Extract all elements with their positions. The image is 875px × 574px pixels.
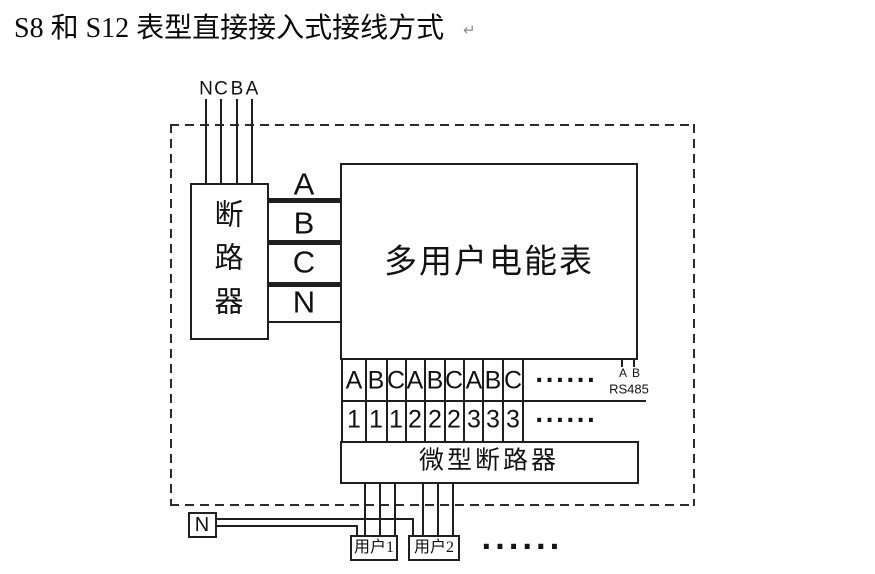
user1-feed-wire <box>379 484 381 536</box>
user1-feed-wire <box>394 484 396 536</box>
neutral-label: N <box>194 514 210 536</box>
terminal-number-label: 1 <box>369 405 383 434</box>
terminal-phase-label: A <box>465 366 483 395</box>
terminal-phase-label: A <box>406 366 424 395</box>
terminal-number-label: 3 <box>486 405 500 434</box>
terminal-number-label: 3 <box>506 405 520 434</box>
bus-label-a: A <box>293 166 315 202</box>
terminal-number-label: 1 <box>389 405 403 434</box>
dashed-enclosure-left <box>170 124 172 506</box>
users-ellipsis: ...... <box>481 523 563 556</box>
bus-label-c: C <box>292 244 316 280</box>
rs485-terminal-label-b: B <box>631 366 641 380</box>
rs485-terminal-tick-b <box>633 360 635 367</box>
user2-label: 用户2 <box>413 539 455 556</box>
terminal-phase-label: A <box>345 366 363 395</box>
bus-label-n: N <box>292 284 316 320</box>
supply-wire-c <box>220 99 222 183</box>
supply-wire-n <box>205 99 207 183</box>
terminal-number-ellipsis: ...... <box>535 403 598 428</box>
neutral-wire-user1-drop <box>356 525 358 536</box>
rs485-terminal-label-a: A <box>618 366 628 380</box>
dashed-enclosure-right <box>693 124 695 506</box>
main-breaker-box <box>190 183 269 340</box>
neutral-wire-user2-horizontal <box>217 518 414 520</box>
terminal-number-label: 2 <box>428 405 442 434</box>
neutral-wire-user1-horizontal <box>217 525 358 527</box>
bus-wire-n <box>269 321 340 323</box>
bus-bar-a <box>269 198 340 203</box>
mini-breaker-box <box>340 441 639 484</box>
main-breaker-char-1: 断 <box>214 199 244 232</box>
terminal-phase-label: C <box>444 366 464 395</box>
terminal-phase-ellipsis: ...... <box>535 363 598 388</box>
paragraph-mark: ↵ <box>463 22 476 39</box>
supply-label-c: C <box>214 78 228 100</box>
terminal-row-divider <box>341 400 646 402</box>
user2-feed-wire <box>422 484 424 536</box>
terminal-number-label: 1 <box>347 405 361 434</box>
rs485-terminal-tick-a <box>621 360 623 367</box>
dashed-enclosure-bottom <box>170 504 695 506</box>
supply-wire-a <box>251 99 253 183</box>
user2-feed-wire <box>437 484 439 536</box>
meter-label: 多用户电能表 <box>384 244 594 281</box>
supply-label-n: N <box>199 78 213 100</box>
bus-bar-b <box>269 240 340 245</box>
terminal-phase-label: C <box>503 366 523 395</box>
terminal-phase-label: B <box>367 366 385 395</box>
main-breaker-char-3: 器 <box>214 286 244 319</box>
supply-label-b: B <box>230 78 244 100</box>
terminal-phase-label: B <box>426 366 444 395</box>
bus-bar-c <box>269 282 340 287</box>
user2-box <box>408 535 460 561</box>
dashed-enclosure-top <box>170 124 695 126</box>
user2-feed-wire <box>452 484 454 536</box>
page-title: S8 和 S12 表型直接接入式接线方式 <box>14 13 445 44</box>
neutral-box <box>188 512 217 538</box>
terminal-number-label: 2 <box>447 405 461 434</box>
terminal-number-label: 3 <box>467 405 481 434</box>
user1-label: 用户1 <box>353 539 395 556</box>
terminal-phase-label: B <box>484 366 502 395</box>
bus-label-b: B <box>293 205 315 241</box>
terminal-phase-label: C <box>386 366 406 395</box>
supply-wire-b <box>236 99 238 183</box>
terminal-number-label: 2 <box>408 405 422 434</box>
meter-box <box>340 163 638 360</box>
rs485-label: RS485 <box>609 381 649 397</box>
supply-label-a: A <box>245 78 259 100</box>
neutral-wire-user2-drop <box>412 518 414 536</box>
mini-breaker-label: 微型断路器 <box>418 447 560 475</box>
user1-box <box>350 535 398 561</box>
user1-feed-wire <box>364 484 366 536</box>
main-breaker-char-2: 路 <box>214 242 244 275</box>
